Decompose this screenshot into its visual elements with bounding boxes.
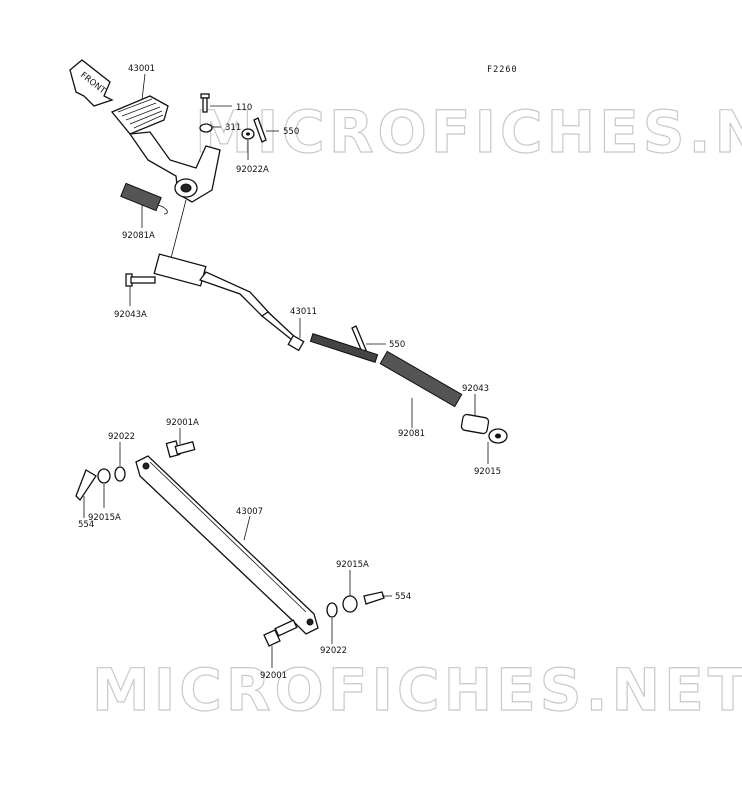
label-92043: 92043 [462,384,489,394]
label-92022-left: 92022 [108,432,135,442]
label-43001: 43001 [128,64,155,74]
label-43011: 43011 [290,307,317,317]
label-92022-right: 92022 [320,646,347,656]
brake-rod-43011 [153,253,305,352]
label-311: 311 [225,123,241,133]
pin-110 [200,93,210,113]
label-92015A-right: 92015A [336,560,369,570]
label-92001A: 92001A [166,418,199,428]
figure-code: F2260 [487,65,518,75]
joint-92043 [460,413,490,435]
label-92015: 92015 [474,467,501,477]
bolt-92001 [263,619,298,647]
label-92001: 92001 [260,671,287,681]
threaded-rod [309,333,379,363]
washer-92022A-hole [246,132,250,136]
connector-line [169,199,187,263]
nut-92015A-right [342,595,358,613]
leader-lines [83,73,489,668]
link-bar-43007 [135,455,319,635]
pin-92043A [125,273,156,287]
spring-92081 [379,350,463,408]
label-92015A-left: 92015A [88,513,121,523]
cotter-pin-554-right [363,591,385,605]
label-550-lower: 550 [389,340,405,350]
label-554-right: 554 [395,592,411,602]
label-92081: 92081 [398,429,425,439]
cotter-pin-554-left [75,469,97,502]
label-92081A: 92081A [122,231,155,241]
watermark-top: MICROFICHES.NET [195,98,742,166]
front-arrow-icon: FRONT [69,59,114,107]
label-92022A: 92022A [236,165,269,175]
washer-92022-left [114,466,126,482]
cotter-pin-550-upper [253,117,267,143]
label-43007: 43007 [236,507,263,517]
bolt-92001A [165,440,196,458]
nut-92015-hole [495,433,501,439]
label-110: 110 [236,103,252,113]
washer-92022-right [326,602,338,618]
nut-92015A-left [97,468,111,484]
spring-92081A [120,182,168,215]
washer-311 [199,123,213,133]
watermark-bottom: MICROFICHES.NET [92,656,742,724]
label-554-left: 554 [78,520,94,530]
label-92043A: 92043A [114,310,147,320]
brake-pedal [110,95,221,203]
label-550-upper: 550 [283,127,299,137]
